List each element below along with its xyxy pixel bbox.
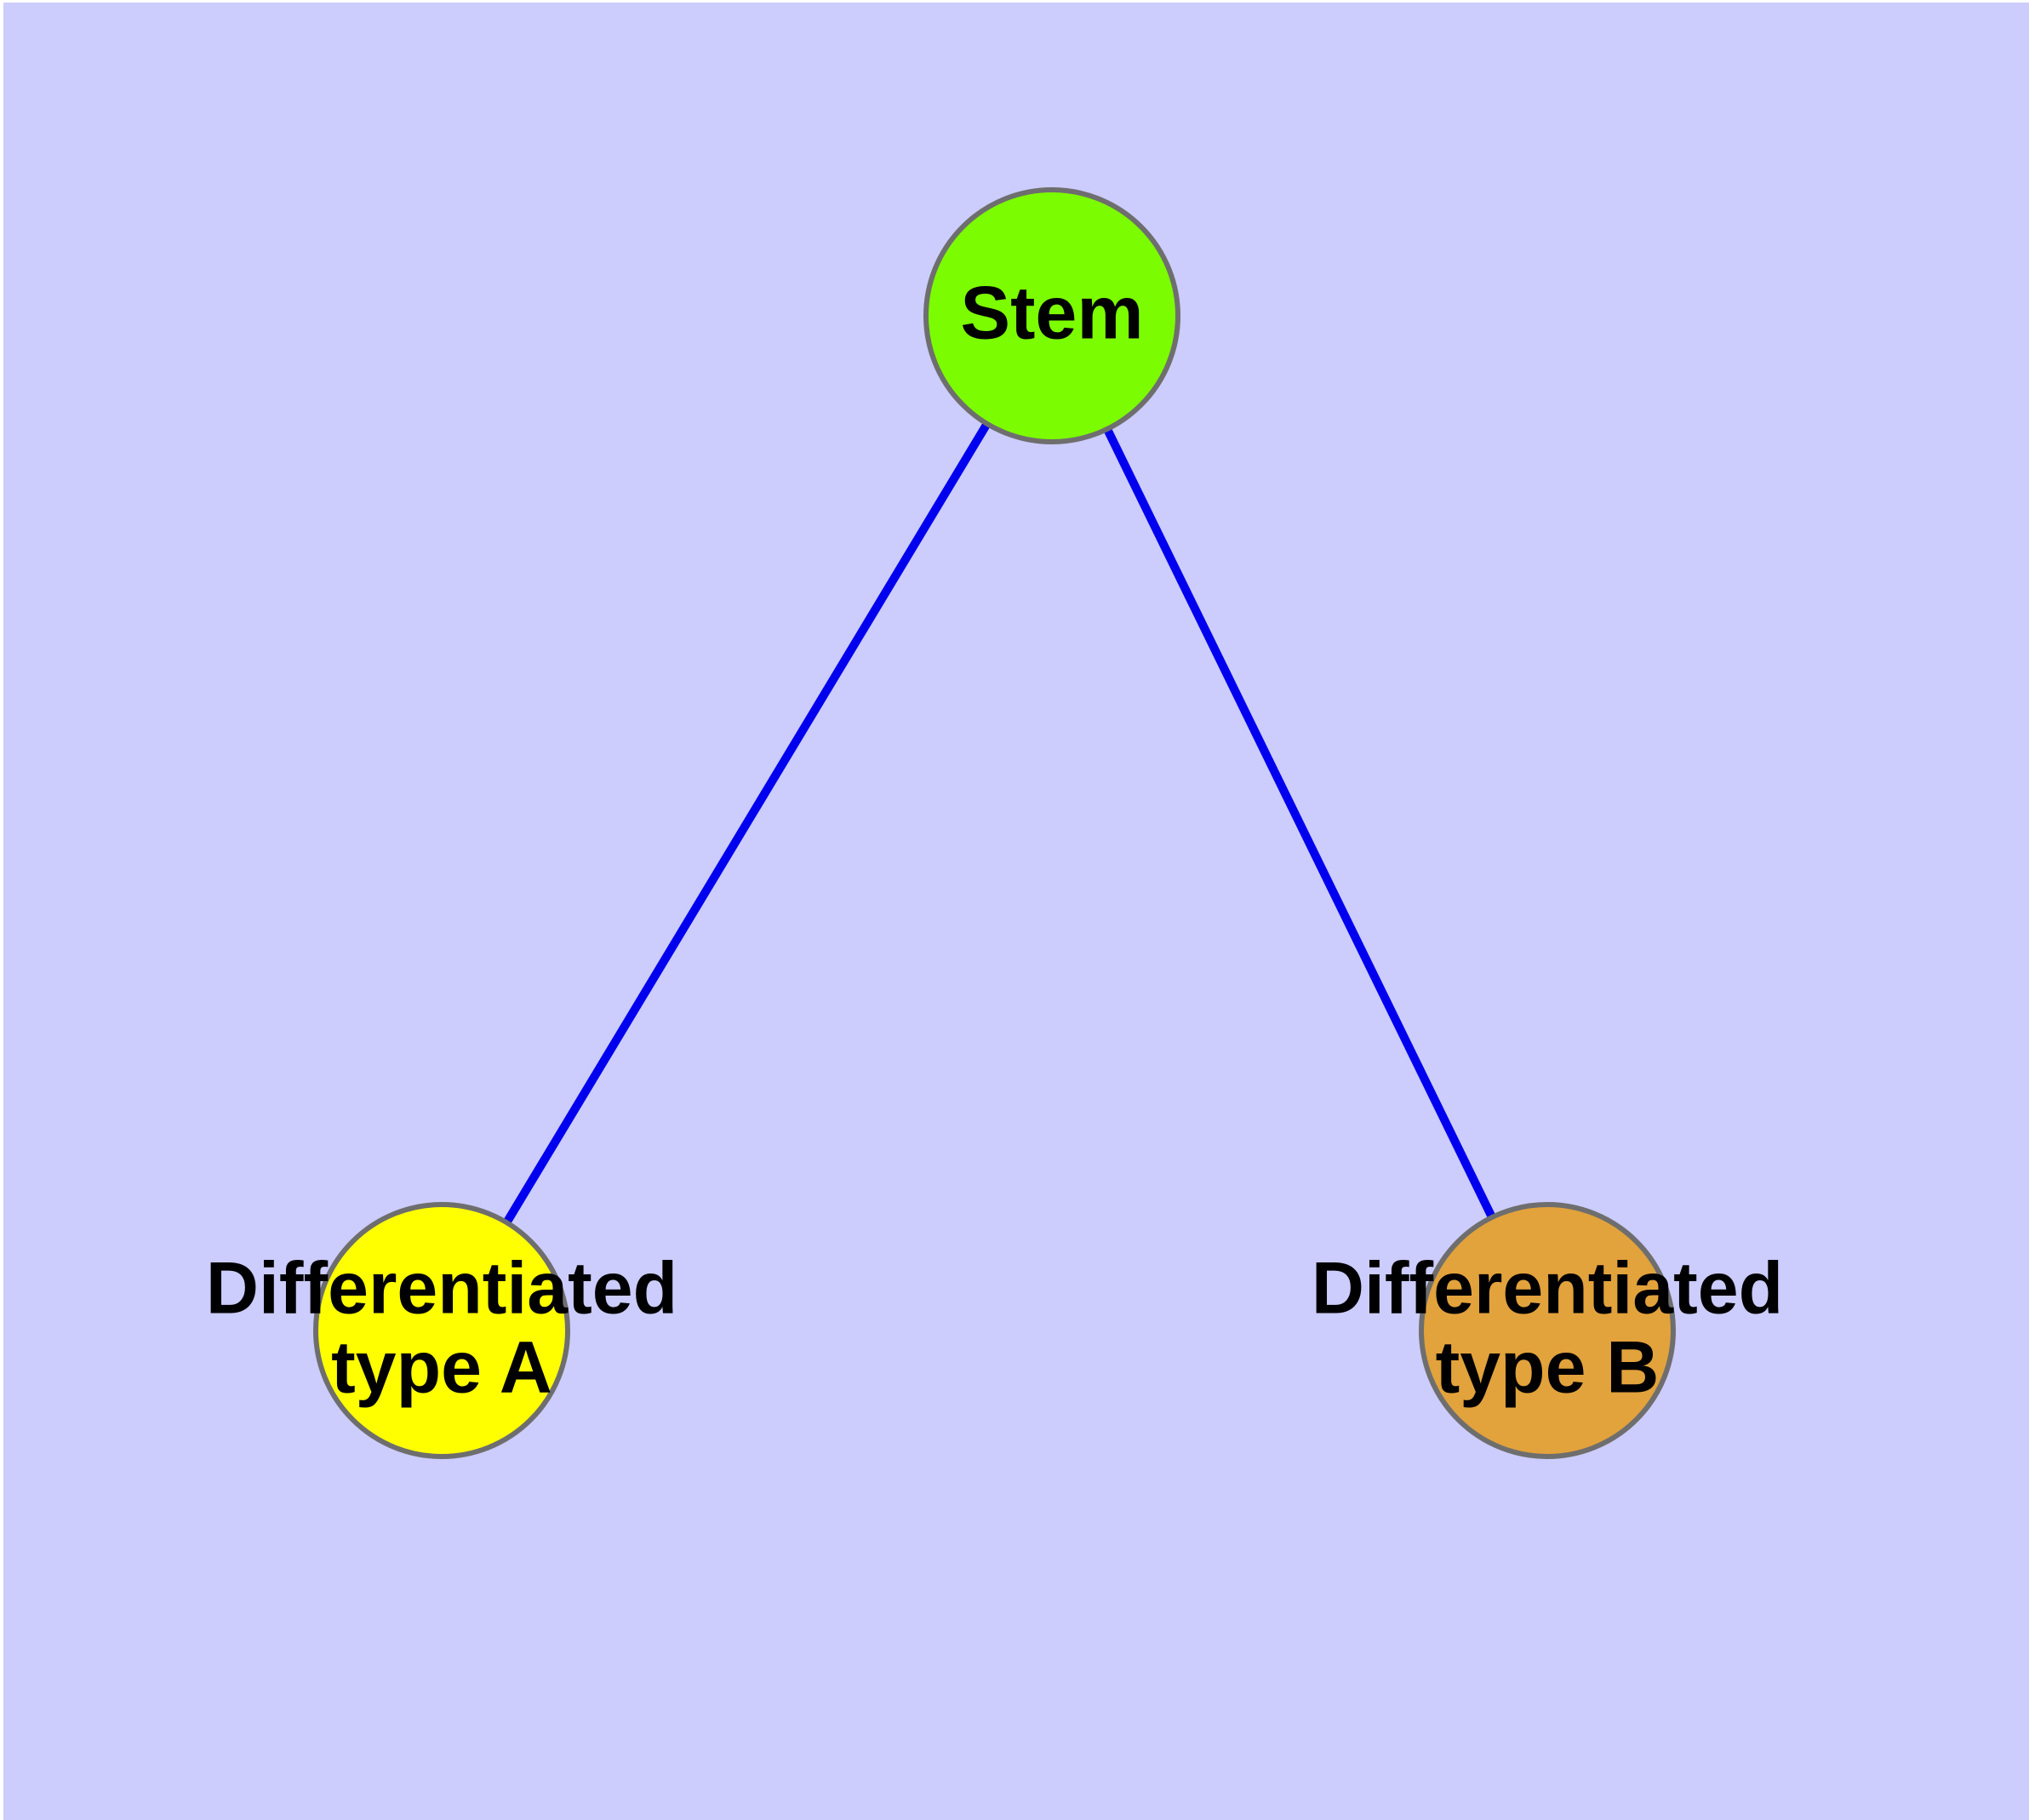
graph-node-diff_b[interactable]: [1419, 1202, 1676, 1459]
graph-node-label-line-diff_a-0: Differentiated: [206, 1248, 677, 1330]
graph-node-diff_a[interactable]: [313, 1202, 570, 1459]
graph-edge-stem-to-diff_a: [502, 421, 992, 1226]
graph-node-label-line-stem-0: Stem: [960, 271, 1143, 355]
edges-layer: [502, 421, 1496, 1226]
graph-node-label-stem: Stem: [960, 271, 1143, 355]
graph-node-label-line-diff_b-1: type B: [1436, 1326, 1660, 1408]
graph-node-label-line-diff_a-1: type A: [331, 1326, 552, 1408]
graph-node-label-line-diff_b-0: Differentiated: [1312, 1248, 1783, 1330]
graph-node-stem[interactable]: [923, 187, 1180, 444]
graph-edge-stem-to-diff_b: [1103, 426, 1496, 1221]
nodes-layer: [313, 187, 1676, 1459]
